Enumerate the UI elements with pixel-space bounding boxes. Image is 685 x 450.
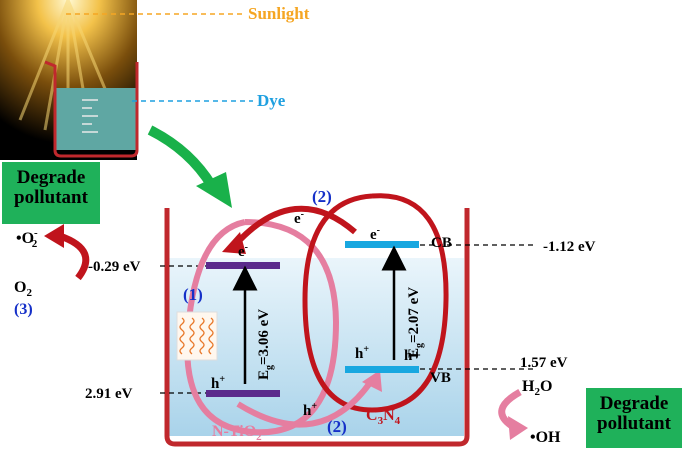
c3n4-vb-energy: 1.57 eV <box>520 355 568 371</box>
dye-molecule-inset <box>176 311 218 361</box>
degrade-pollutant-box-right: Degrade pollutant <box>586 388 682 448</box>
step-2-top: (2) <box>312 187 332 206</box>
electron-label-tio2: e- <box>238 242 248 260</box>
hole-transfer-label: h+ <box>303 401 317 419</box>
sunlight-label: Sunlight <box>248 4 310 23</box>
step-3: (3) <box>14 301 33 318</box>
transfer-arrow-head <box>196 172 232 208</box>
electron-label-c3n4: e- <box>370 225 380 243</box>
c3n4-cb-energy: -1.12 eV <box>543 239 596 255</box>
hydroxyl-arrow-head <box>508 416 528 440</box>
reactor-beaker <box>164 208 470 447</box>
electron-transfer-head <box>222 232 246 254</box>
hole-transfer-head <box>362 370 382 392</box>
step-1: (1) <box>183 285 203 304</box>
c3n4-cycle-loop <box>302 193 449 413</box>
c3n4-bandgap-label: Eg=2.07 eV <box>406 287 425 358</box>
electron-transfer-arrow <box>233 205 357 247</box>
tio2-cycle-loop <box>184 219 340 436</box>
degrade-left-line1: Degrade <box>16 167 86 188</box>
tio2-valence-band <box>206 390 280 397</box>
step-2-bottom: (2) <box>327 417 347 436</box>
tio2-conduction-band <box>206 262 280 269</box>
dye-label: Dye <box>257 91 286 110</box>
c3n4-label: C3N4 <box>366 407 401 427</box>
hole-label-tio2: h+ <box>211 374 225 392</box>
c3n4-conduction-band <box>345 241 419 248</box>
hole-label-c3n4-left: h+ <box>355 344 369 362</box>
hole-transfer-arrow <box>236 378 375 428</box>
dye-beaker-photo <box>0 0 139 160</box>
superoxide-arrow <box>58 232 90 281</box>
superoxide-arrow-head <box>44 224 64 248</box>
transfer-arrow <box>147 125 217 189</box>
tio2-bandgap-label: Eg=3.06 eV <box>256 309 275 380</box>
water-label: H2O <box>522 378 552 398</box>
vb-label: VB <box>430 370 451 386</box>
degrade-right-line2: pollutant <box>597 413 671 434</box>
superoxide-label: •O-2 <box>16 227 38 250</box>
c3n4-valence-band <box>345 366 419 373</box>
cb-label: CB <box>431 235 452 251</box>
hydroxyl-arrow <box>498 388 522 429</box>
degrade-left-line2: pollutant <box>14 187 88 208</box>
electron-label-top: e- <box>294 209 304 227</box>
ntio2-label: N-TiO2 <box>212 423 262 443</box>
degrade-pollutant-box-left: Degrade pollutant <box>2 162 100 224</box>
tio2-vb-energy: 2.91 eV <box>85 386 133 402</box>
tio2-cb-energy: -0.29 eV <box>88 259 141 275</box>
hydroxyl-label: •OH <box>530 429 561 446</box>
oxygen-label: O2 <box>14 279 32 299</box>
hole-label-c3n4-right: h+ <box>404 348 421 364</box>
degrade-right-line1: Degrade <box>599 393 669 414</box>
